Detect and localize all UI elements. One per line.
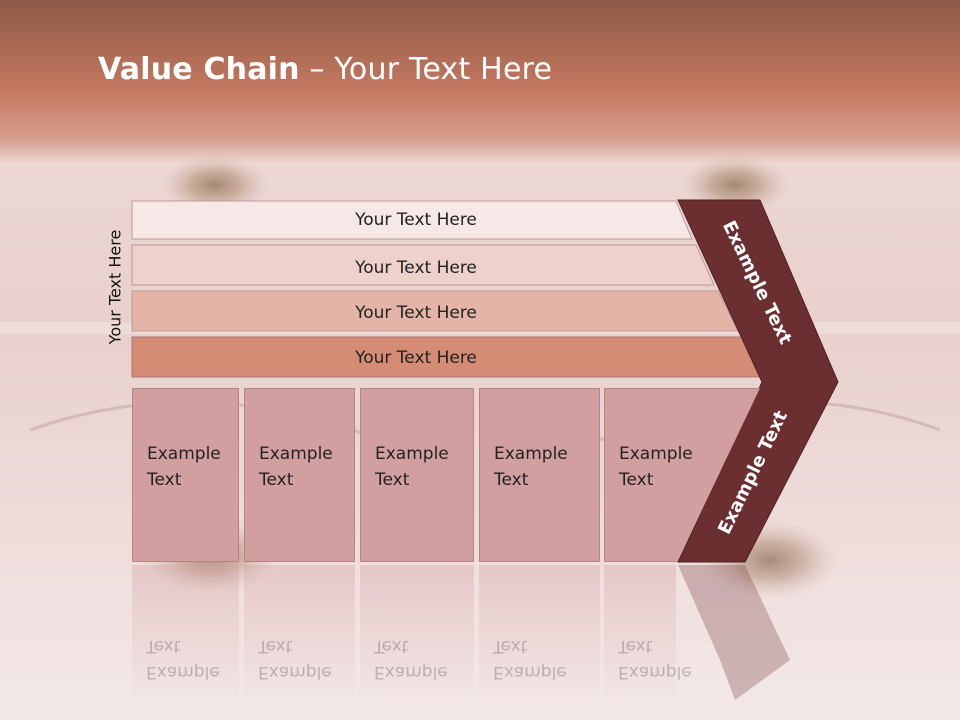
title-bold: Value Chain bbox=[98, 52, 300, 87]
support-bar-3-label: Your Text Here bbox=[354, 303, 477, 323]
support-bar-1[interactable]: Your Text Here bbox=[131, 200, 693, 240]
margin-arrow-reflection bbox=[678, 565, 790, 700]
title-rest: – Your Text Here bbox=[299, 52, 553, 87]
support-bar-2-label: Your Text Here bbox=[354, 258, 477, 278]
support-bar-4[interactable]: Your Text Here bbox=[131, 336, 763, 378]
support-bar-3[interactable]: Your Text Here bbox=[131, 290, 739, 332]
support-bar-1-label: Your Text Here bbox=[354, 210, 477, 230]
support-bar-4-label: Your Text Here bbox=[354, 348, 477, 368]
slide-title: Value Chain – Your Text Here bbox=[98, 52, 552, 87]
support-bar-2[interactable]: Your Text Here bbox=[131, 244, 715, 286]
